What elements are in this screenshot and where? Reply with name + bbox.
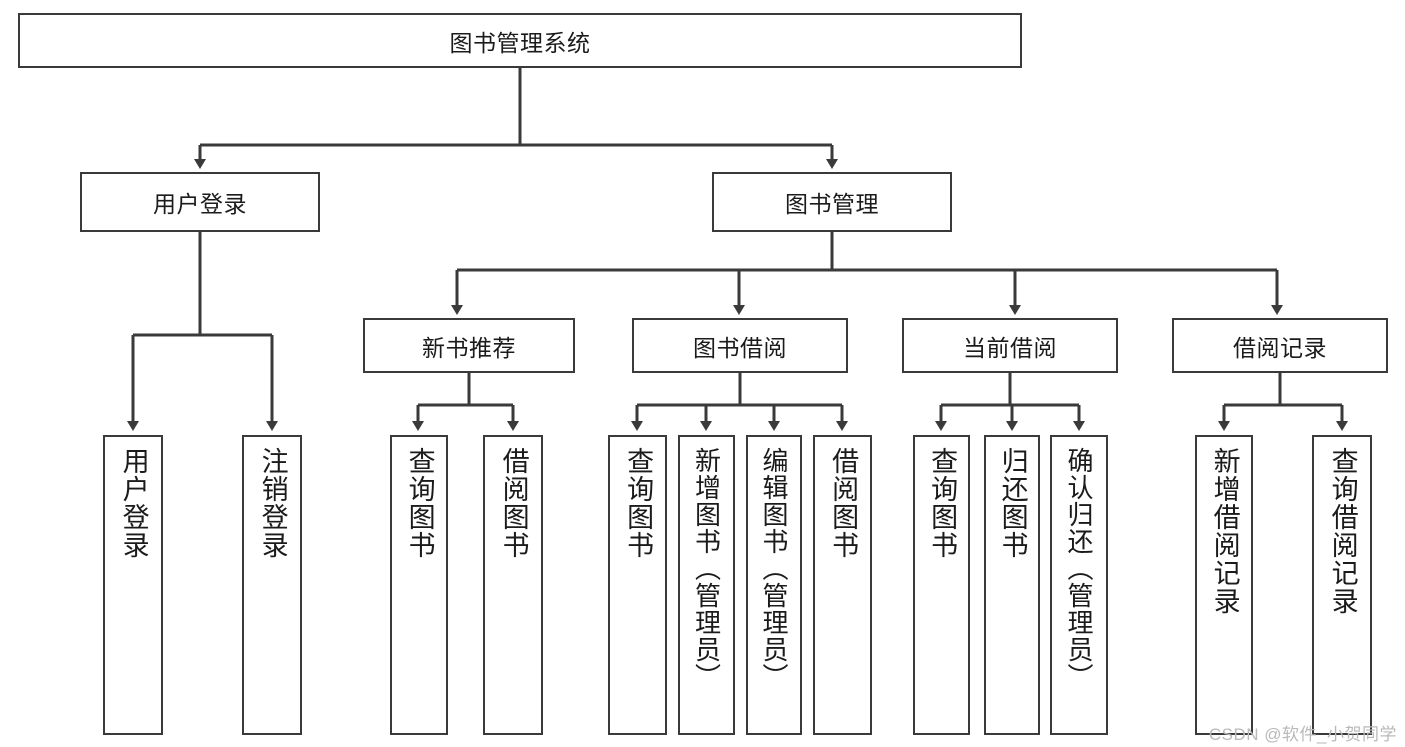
node-label: 查询图书 [927, 447, 958, 559]
leaf-borrow-book[interactable]: 借阅图书 [813, 435, 872, 735]
node-label: 新增借阅记录 [1209, 447, 1240, 615]
leaf-logout[interactable]: 注销登录 [242, 435, 302, 735]
leaf-query-book-current[interactable]: 查询图书 [913, 435, 970, 735]
node-user-login[interactable]: 用户登录 [80, 172, 320, 232]
node-current-borrow[interactable]: 当前借阅 [902, 318, 1118, 373]
leaf-edit-book-admin[interactable]: 编辑图书（管理员） [746, 435, 802, 735]
node-borrow-record[interactable]: 借阅记录 [1172, 318, 1388, 373]
node-label: 新书推荐 [422, 334, 516, 361]
node-label: 注销登录 [257, 447, 288, 559]
node-label: 借阅图书 [498, 447, 529, 559]
node-label: 新增图书（管理员） [691, 447, 722, 690]
leaf-borrow-book-recommend[interactable]: 借阅图书 [483, 435, 543, 735]
node-book-borrow[interactable]: 图书借阅 [632, 318, 848, 373]
node-label: 用户登录 [153, 191, 247, 217]
leaf-add-borrow-record[interactable]: 新增借阅记录 [1195, 435, 1253, 735]
node-label: 查询借阅记录 [1327, 447, 1358, 615]
node-label: 当前借阅 [963, 334, 1057, 361]
leaf-confirm-return-admin[interactable]: 确认归还（管理员） [1050, 435, 1108, 735]
leaf-return-book[interactable]: 归还图书 [984, 435, 1040, 735]
leaf-user-login[interactable]: 用户登录 [103, 435, 163, 735]
node-label: 用户登录 [118, 447, 149, 559]
leaf-query-book-borrow[interactable]: 查询图书 [608, 435, 667, 735]
node-label: 查询图书 [404, 447, 435, 559]
node-label: 图书管理 [785, 191, 879, 217]
node-book-management[interactable]: 图书管理 [712, 172, 952, 232]
node-root[interactable]: 图书管理系统 [18, 13, 1022, 68]
node-new-book-recommend[interactable]: 新书推荐 [363, 318, 575, 373]
leaf-query-borrow-record[interactable]: 查询借阅记录 [1312, 435, 1372, 735]
node-label: 归还图书 [997, 447, 1028, 559]
leaf-query-book-recommend[interactable]: 查询图书 [390, 435, 448, 735]
node-label: 图书借阅 [693, 334, 787, 361]
node-label: 编辑图书（管理员） [759, 447, 790, 690]
leaf-add-book-admin[interactable]: 新增图书（管理员） [678, 435, 735, 735]
node-label: 查询图书 [623, 447, 654, 559]
node-label: 图书管理系统 [449, 29, 591, 56]
node-label: 借阅图书 [828, 447, 859, 559]
node-label: 借阅记录 [1233, 334, 1327, 361]
watermark: CSDN @软件_小贺同学 [1208, 725, 1397, 744]
node-label: 确认归还（管理员） [1064, 447, 1095, 690]
